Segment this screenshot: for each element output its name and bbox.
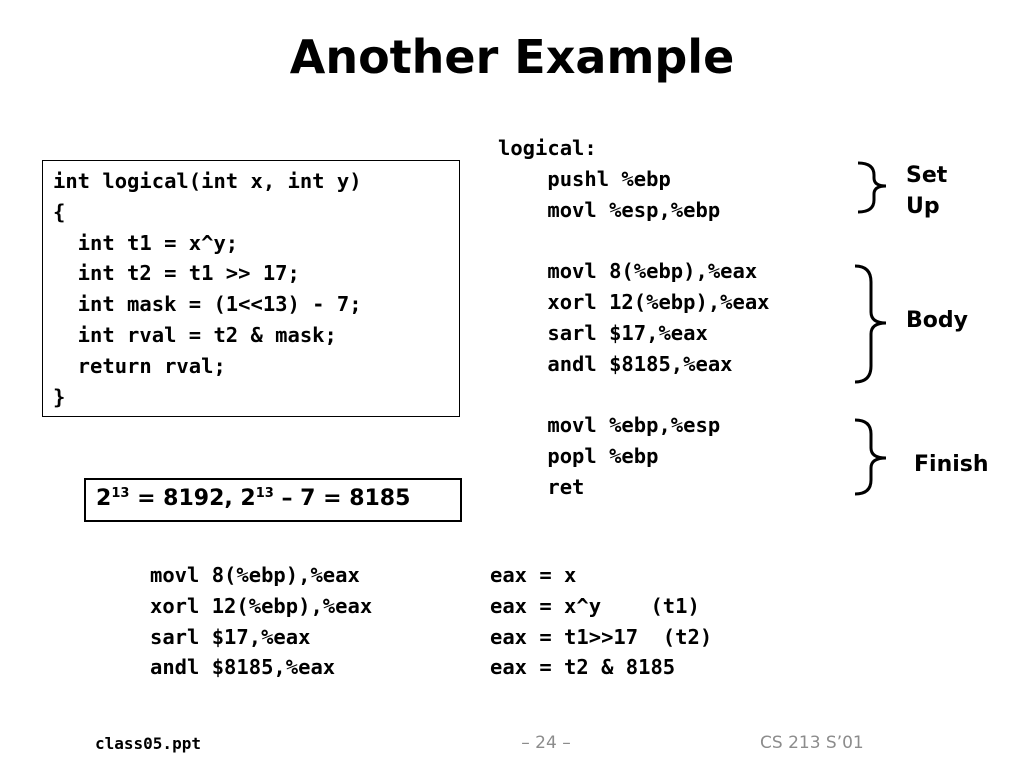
equation-line: eax = t1>>17 (t2): [490, 624, 713, 649]
c-code-line: int t2 = t1 >> 17;: [53, 261, 300, 286]
finish-label: Finish: [914, 452, 989, 477]
asm-line: andl $8185,%eax: [498, 351, 733, 376]
asm-line: popl %ebp: [498, 443, 659, 468]
bottom-assembly: movl 8(%ebp),%eax xorl 12(%ebp),%eax sarl …: [150, 560, 372, 683]
asm-line: movl %esp,%ebp: [498, 197, 721, 222]
c-code-line: return rval;: [53, 353, 226, 378]
c-code-line: {: [53, 199, 66, 224]
bottom-asm-line: andl $8185,%eax: [150, 655, 336, 680]
equation-line: eax = x^y (t1): [490, 593, 700, 618]
asm-line: logical:: [498, 136, 597, 160]
c-code-block: int logical(int x, int y) { int t1 = x^y;…: [53, 166, 362, 412]
power-base: 2: [96, 486, 112, 511]
setup-label-line1: Set: [906, 163, 948, 188]
finish-brace-icon: [854, 418, 887, 496]
footer-filename: class05.ppt: [95, 734, 201, 753]
asm-line: sarl $17,%eax: [498, 320, 708, 345]
c-code-line: int mask = (1<<13) - 7;: [53, 292, 362, 317]
power-base: 2: [240, 486, 256, 511]
c-code-line: int rval = t2 & mask;: [53, 322, 337, 347]
slide-title: Another Example: [289, 30, 735, 84]
c-code-box: [42, 160, 460, 417]
setup-label: Set Up: [906, 160, 947, 222]
bottom-asm-line: movl 8(%ebp),%eax: [150, 563, 360, 587]
equation-line: eax = x: [490, 563, 577, 587]
asm-line: movl 8(%ebp),%eax: [498, 259, 758, 284]
bottom-asm-line: sarl $17,%eax: [150, 624, 311, 649]
asm-line: ret: [498, 474, 585, 499]
power-note-box: [84, 478, 462, 522]
body-label: Body: [906, 308, 968, 333]
asm-line: pushl %ebp: [498, 166, 671, 191]
power-exponent: 13: [255, 486, 274, 501]
asm-line: xorl 12(%ebp),%eax: [498, 289, 770, 314]
power-text: = 8192,: [129, 486, 241, 511]
footer-page-number: – 24 –: [521, 733, 571, 753]
power-note: 213 = 8192, 213 – 7 = 8185: [96, 484, 410, 514]
setup-brace-icon: [857, 161, 887, 214]
c-code-line: int logical(int x, int y): [53, 169, 362, 193]
footer-course: CS 213 S’01: [760, 733, 864, 753]
bottom-asm-line: xorl 12(%ebp),%eax: [150, 593, 373, 618]
assembly-listing: logical: pushl %ebp movl %esp,%ebp movl …: [498, 133, 770, 503]
setup-label-line2: Up: [906, 194, 940, 219]
power-exponent: 13: [111, 486, 130, 501]
power-text: – 7 = 8185: [273, 486, 411, 511]
register-equations: eax = x eax = x^y (t1) eax = t1>>17 (t2) ea…: [490, 560, 712, 683]
equation-line: eax = t2 & 8185: [490, 655, 676, 680]
asm-line: movl %ebp,%esp: [498, 413, 721, 438]
c-code-line: int t1 = x^y;: [53, 230, 239, 255]
c-code-line: }: [53, 384, 66, 409]
body-brace-icon: [854, 264, 887, 384]
